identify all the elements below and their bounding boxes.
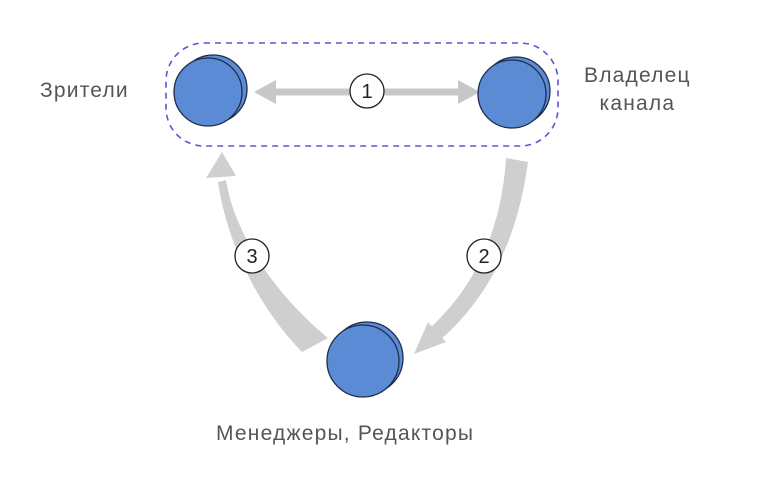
arrow-owner-managers [414, 158, 528, 354]
label-owner-line1: Владелец [584, 64, 691, 87]
step-number-1: 1 [361, 81, 372, 103]
step-number-2: 2 [478, 246, 489, 268]
label-owner: Владелец канала [584, 62, 691, 118]
arrow-managers-viewers [206, 152, 328, 352]
label-owner-line2: канала [599, 92, 676, 115]
step-number-3: 3 [246, 246, 257, 268]
label-managers: Менеджеры, Редакторы [216, 422, 475, 445]
group-outline [165, 42, 559, 147]
label-viewers: Зрители [40, 79, 129, 102]
step-badge-2: 2 [466, 238, 502, 274]
node-viewers [173, 54, 248, 127]
step-badge-1: 1 [349, 73, 385, 109]
node-owner [477, 56, 551, 129]
node-managers [326, 321, 404, 398]
step-badge-3: 3 [234, 238, 270, 274]
